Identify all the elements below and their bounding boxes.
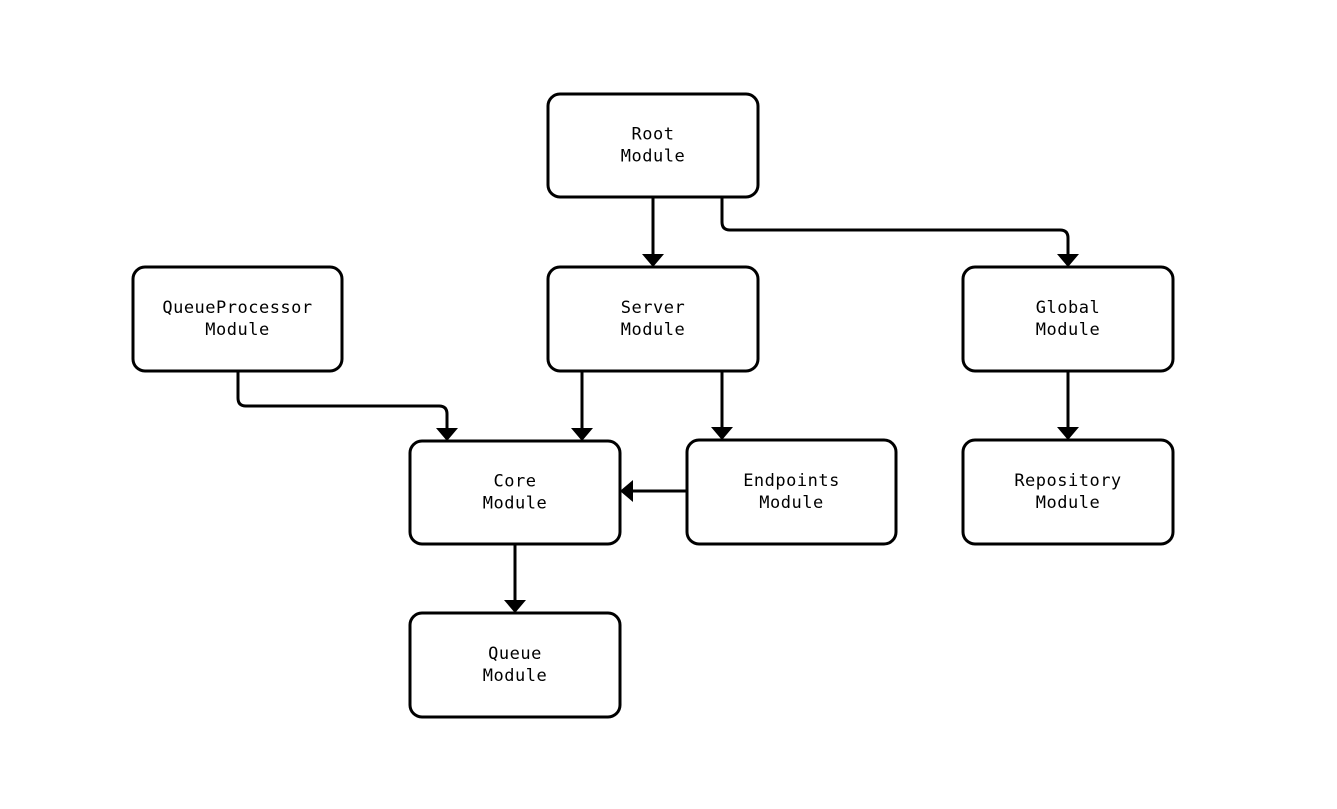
endpoints-module-node-label-line2: Module bbox=[759, 493, 823, 513]
global-module-node-label-line2: Module bbox=[1036, 320, 1100, 340]
edge-root-to-server-arrowhead bbox=[642, 254, 664, 267]
root-module-node-box[interactable] bbox=[546, 92, 760, 199]
repository-module-node-label-line1: Repository bbox=[1014, 471, 1121, 491]
edge-root-to-global-line bbox=[720, 197, 1070, 256]
edge-root-to-server bbox=[642, 197, 664, 267]
edge-core-to-queue-arrowhead bbox=[504, 600, 526, 613]
root-module-node-label-line2: Module bbox=[621, 147, 685, 167]
node-layer: RootModuleQueueProcessorModuleServerModu… bbox=[131, 92, 1175, 719]
root-module-node-label-line1: Root bbox=[632, 125, 675, 145]
server-module-node-label-line1: Server bbox=[621, 298, 685, 318]
queue-module-node-label-line2: Module bbox=[483, 666, 547, 686]
edge-server-to-core-arrowhead bbox=[571, 428, 593, 441]
queueprocessor-module-node-label-line1: QueueProcessor bbox=[162, 298, 312, 318]
edge-global-to-repository-arrowhead bbox=[1057, 427, 1079, 440]
edge-global-to-repository bbox=[1057, 371, 1079, 440]
core-module-node-label-line1: Core bbox=[494, 472, 537, 492]
core-module-node-box[interactable] bbox=[408, 439, 622, 546]
edge-core-to-queue bbox=[504, 544, 526, 613]
edge-root-to-global bbox=[720, 197, 1079, 267]
queueprocessor-module-node-box[interactable] bbox=[131, 265, 344, 373]
edge-server-to-endpoints bbox=[711, 371, 733, 440]
repository-module-node-label-line2: Module bbox=[1036, 493, 1100, 513]
edge-server-to-core bbox=[571, 371, 593, 441]
edge-queueprocessor-to-core-arrowhead bbox=[436, 428, 458, 441]
server-module-node-box[interactable] bbox=[546, 265, 760, 373]
edge-queueprocessor-to-core-line bbox=[236, 371, 449, 430]
endpoints-module-node-box[interactable] bbox=[685, 438, 898, 546]
edge-endpoints-to-core bbox=[620, 480, 687, 502]
server-module-node-label-line2: Module bbox=[621, 320, 685, 340]
queue-module-node-label-line1: Queue bbox=[488, 644, 542, 664]
edge-layer bbox=[236, 197, 1079, 613]
core-module-node-label-line2: Module bbox=[483, 494, 547, 514]
edge-queueprocessor-to-core bbox=[236, 371, 458, 441]
repository-module-node-box[interactable] bbox=[961, 438, 1175, 546]
edge-server-to-endpoints-arrowhead bbox=[711, 427, 733, 440]
queue-module-node-box[interactable] bbox=[408, 611, 622, 719]
edge-endpoints-to-core-arrowhead bbox=[620, 480, 633, 502]
edge-root-to-global-arrowhead bbox=[1057, 254, 1079, 267]
global-module-node-box[interactable] bbox=[961, 265, 1175, 373]
queueprocessor-module-node-label-line2: Module bbox=[205, 320, 269, 340]
global-module-node-label-line1: Global bbox=[1036, 298, 1100, 318]
endpoints-module-node-label-line1: Endpoints bbox=[743, 471, 840, 491]
